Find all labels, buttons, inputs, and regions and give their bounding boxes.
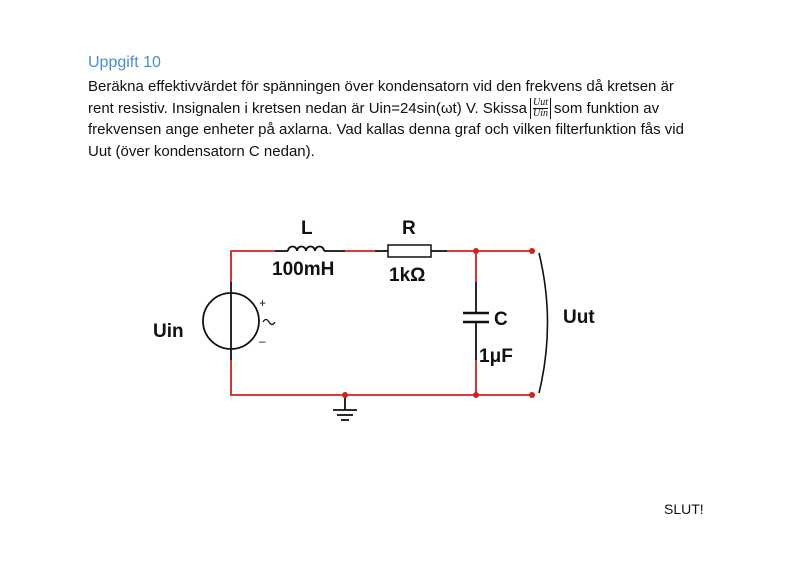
task-line-4: Uut (över kondensatorn C nedan). <box>88 142 315 160</box>
ground-symbol <box>333 395 357 421</box>
task-line-3: frekvensen ange enheter på axlarna. Vad … <box>88 121 684 139</box>
resistor-value: 1kΩ <box>389 265 425 286</box>
resistor-symbol <box>375 244 447 258</box>
fraction-numerator: Uut <box>533 97 549 110</box>
capacitor-symbol <box>463 282 489 360</box>
task-line-1: Beräkna effektivvärdet för spänningen öv… <box>88 78 674 95</box>
fraction-denominator: Uin <box>533 108 549 120</box>
resistor-name: R <box>402 218 416 239</box>
task-line-2: rent resistiv. Insignalen i kretsen neda… <box>88 98 728 120</box>
output-label: Uut <box>563 307 595 328</box>
output-bracket <box>538 252 549 394</box>
inductor-name: L <box>301 218 313 239</box>
task-line-2-end: som funktion av <box>554 99 660 117</box>
task-text: Beräkna effektivvärdet för spänningen öv… <box>88 76 728 162</box>
task-heading: Uppgift 10 <box>88 54 161 71</box>
source-minus: – <box>259 334 266 348</box>
nodes <box>342 248 535 398</box>
inductor-symbol <box>275 245 345 252</box>
ac-source-symbol <box>202 282 276 360</box>
wires <box>230 250 532 396</box>
source-label: Uin <box>153 321 184 342</box>
source-plus: + <box>259 296 266 310</box>
task-line-2-start: rent resistiv. Insignalen i kretsen neda… <box>88 99 528 117</box>
end-text: SLUT! <box>664 501 704 517</box>
inductor-value: 100mH <box>272 259 334 280</box>
capacitor-name: C <box>494 309 508 330</box>
capacitor-value: 1μF <box>479 346 513 367</box>
